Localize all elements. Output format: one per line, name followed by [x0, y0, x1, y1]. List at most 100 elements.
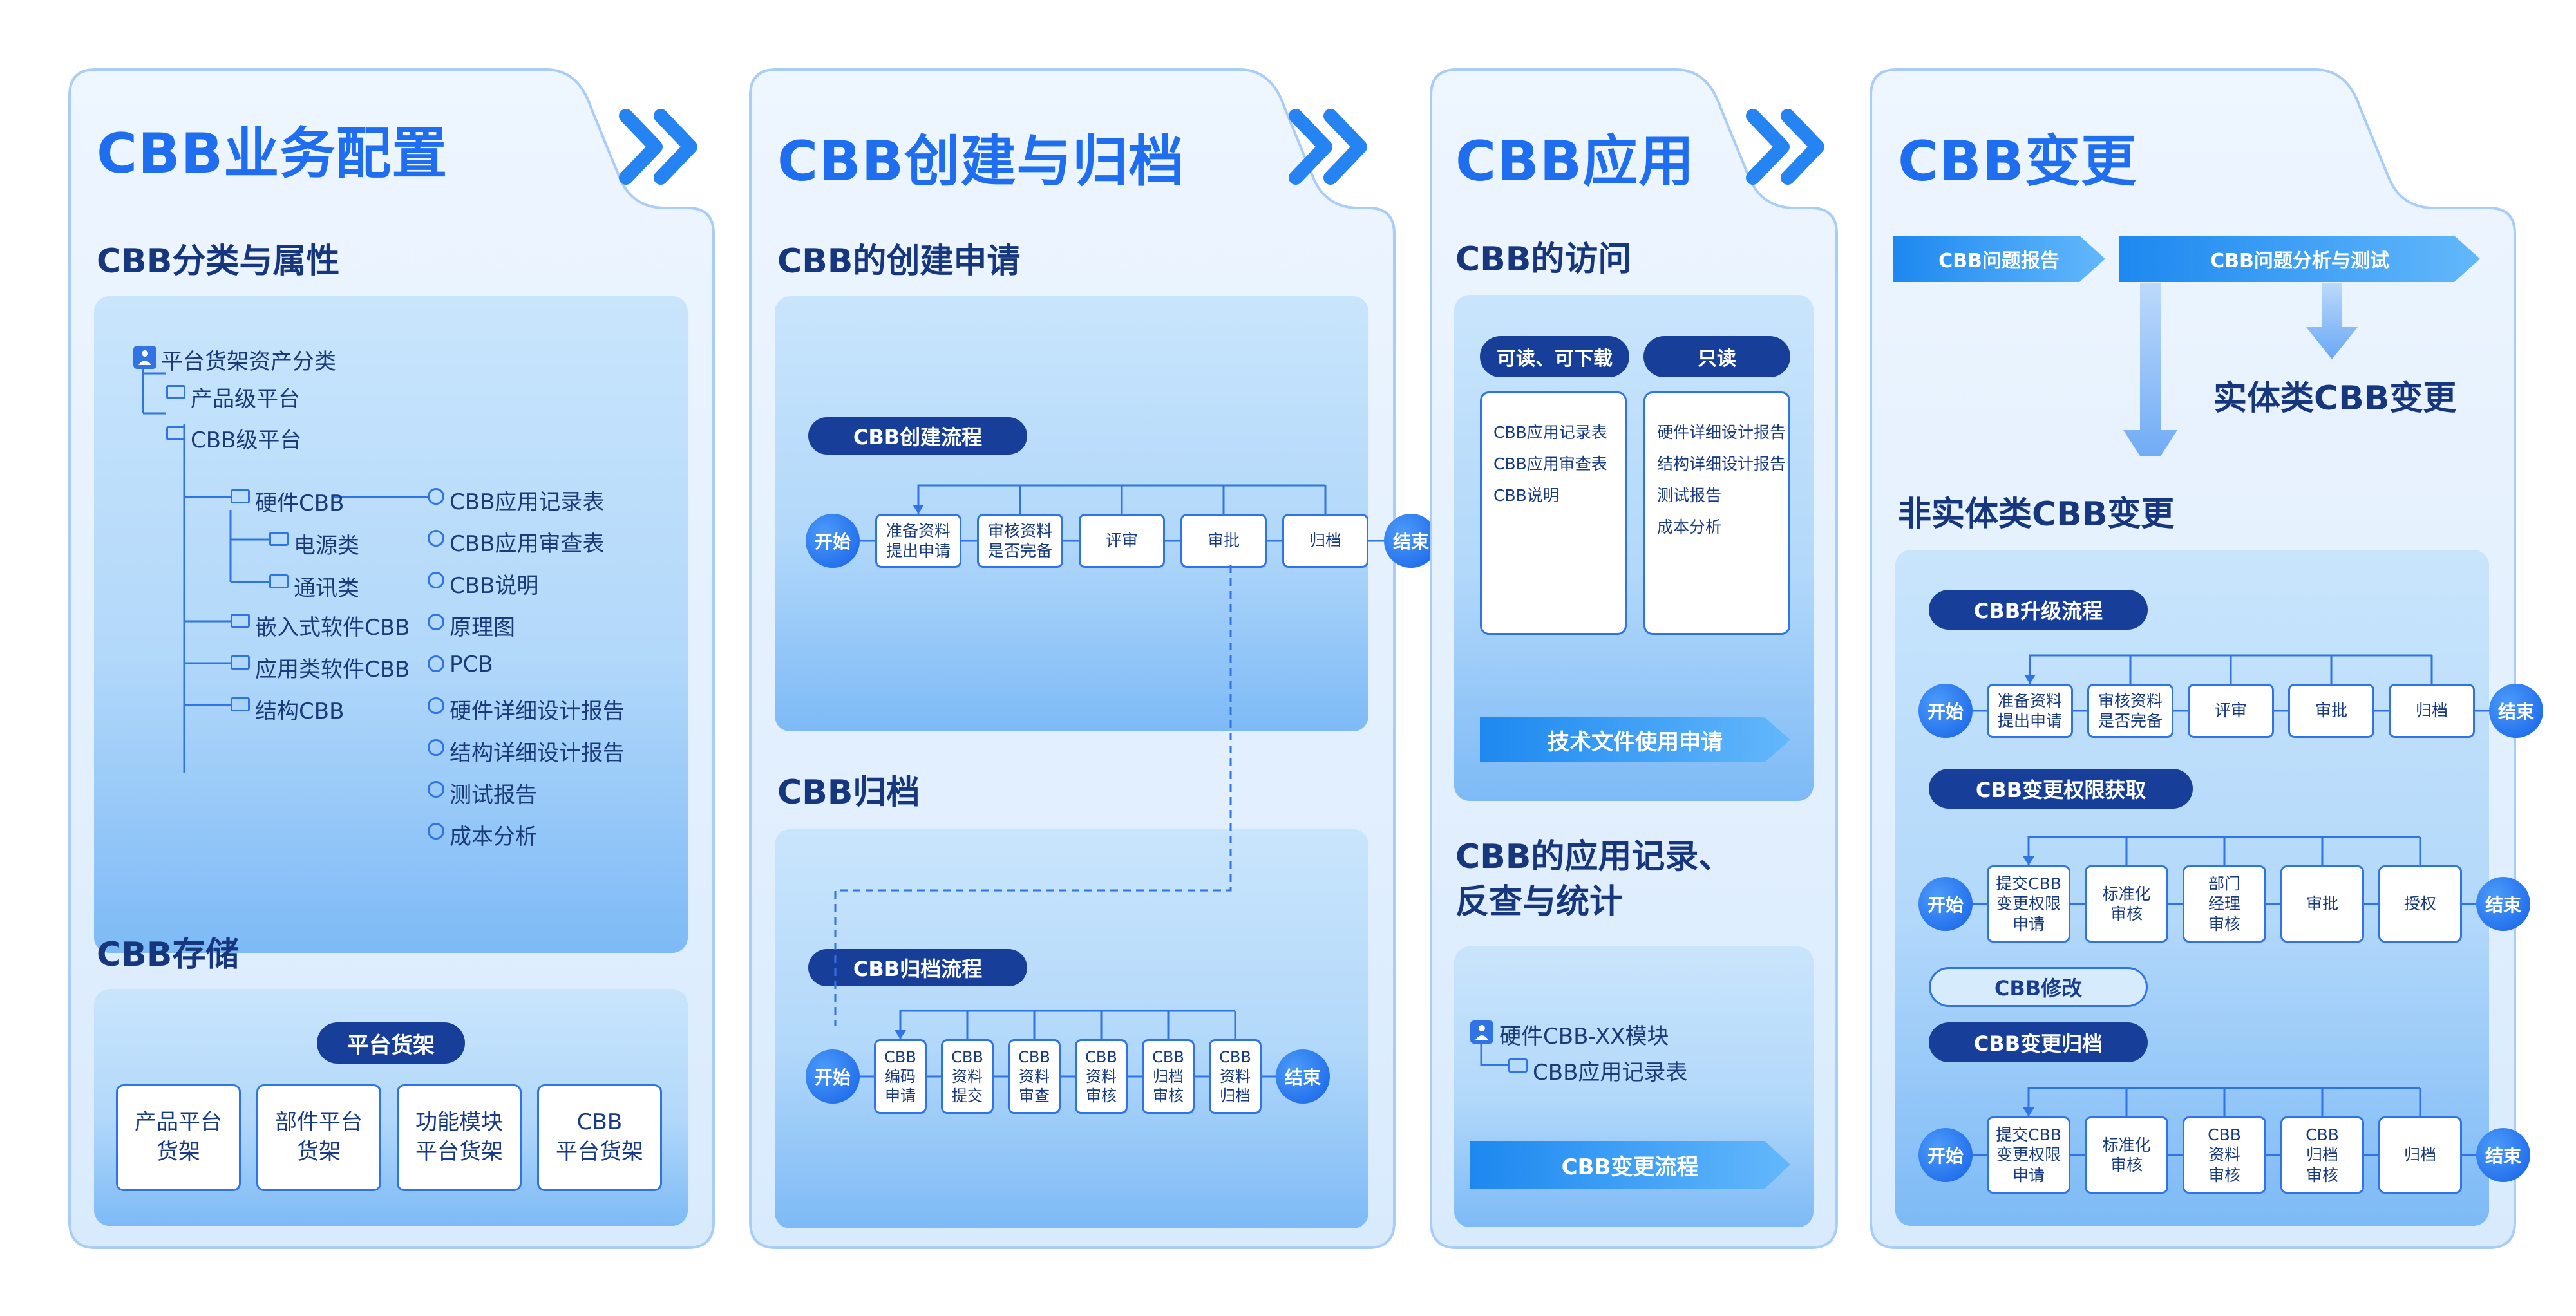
folder-icon — [231, 489, 250, 503]
tree-root-icon — [133, 346, 156, 369]
attribute-bullet-icon — [428, 488, 444, 505]
flow-connectors — [860, 1010, 1276, 1078]
attribute-bullet-icon — [428, 781, 444, 798]
folder-icon — [1508, 1058, 1528, 1073]
flow-step: 归档 — [2378, 1116, 2462, 1194]
list-entry: 结构详细设计报告 — [1657, 455, 1786, 473]
flow-start-node: 开始 — [806, 1049, 860, 1104]
flow-step: CBB 资料 审查 — [1008, 1039, 1061, 1114]
tech-file-request-banner[interactable]: 技术文件使用申请 — [1480, 717, 1790, 762]
flow-step: 审批 — [2288, 684, 2374, 738]
attribute-bullet-icon — [428, 614, 444, 630]
flow-step: 提交CBB 变更权限 申请 — [1987, 1116, 2070, 1194]
flow-step: CBB 资料 审核 — [1075, 1039, 1128, 1114]
section-title-archive: CBB归档 — [777, 773, 920, 812]
dashed-link — [834, 565, 1232, 1026]
flow-step: 评审 — [2188, 684, 2274, 738]
card-cbb-business-config: CBB业务配置 CBB分类与属性 平台货架资产分类 产品级平台 CBB级平台 硬… — [68, 68, 715, 1249]
folder-icon — [269, 574, 289, 588]
section-title-record-2: 反查与统计 — [1455, 883, 1624, 921]
tree-app-software-cbb: 应用类软件CBB — [255, 657, 410, 682]
list-entry: 成本分析 — [1657, 518, 1722, 536]
flow-start-node: 开始 — [1918, 684, 1973, 738]
list-entry: 硬件详细设计报告 — [1657, 423, 1786, 442]
entity-change-label: 实体类CBB变更 — [2213, 379, 2457, 418]
modify-pill[interactable]: CBB修改 — [1929, 967, 2148, 1007]
folder-icon — [269, 532, 289, 546]
pill-read-only: 只读 — [1643, 336, 1790, 377]
flow-step: 归档 — [2389, 684, 2475, 738]
archive-flow-pill: CBB归档流程 — [808, 949, 1027, 986]
folder-icon — [231, 697, 250, 711]
attribute-item: PCB — [450, 652, 493, 677]
record-panel: 硬件CBB-XX模块 CBB应用记录表 CBB变更流程 — [1454, 946, 1814, 1227]
attribute-bullet-icon — [428, 697, 444, 714]
section-title-classification: CBB分类与属性 — [97, 242, 340, 281]
create-flow-pill: CBB创建流程 — [808, 417, 1027, 455]
cbb-change-flow-banner[interactable]: CBB变更流程 — [1470, 1141, 1790, 1189]
folder-icon — [166, 385, 185, 399]
attribute-item: CBB应用记录表 — [450, 489, 605, 515]
readonly-list: 硬件详细设计报告结构详细设计报告测试报告成本分析 — [1643, 391, 1790, 635]
module-icon — [1470, 1020, 1493, 1044]
tree-embedded-cbb: 嵌入式软件CBB — [255, 615, 410, 641]
tree-root-label: 平台货架资产分类 — [161, 349, 336, 375]
flow-step: CBB 编码 申请 — [874, 1039, 927, 1114]
module-child-label: CBB应用记录表 — [1533, 1060, 1688, 1086]
problem-report-banner[interactable]: CBB问题报告 — [1893, 236, 2105, 282]
flow-step: 审批 — [2280, 865, 2364, 943]
shelf-box: 功能模块 平台货架 — [397, 1084, 522, 1191]
card-cbb-change: CBB变更 CBB问题报告 CBB问题分析与测试 实体类CBB变更 非实体类CB… — [1870, 68, 2543, 1249]
flow-step: 审核资料 是否完备 — [2087, 684, 2174, 738]
problem-analysis-banner[interactable]: CBB问题分析与测试 — [2119, 236, 2480, 282]
shelf-box: 产品平台 货架 — [116, 1084, 241, 1191]
flow-step: CBB 资料 审核 — [2183, 1116, 2266, 1194]
list-entry: CBB应用记录表 — [1493, 423, 1607, 442]
flow-connectors — [860, 484, 1384, 542]
card-title: CBB业务配置 — [97, 122, 448, 186]
folder-icon — [166, 426, 185, 440]
card-cbb-create-archive: CBB创建与归档 CBB的创建申请 CBB创建流程 开始准备资料 提出申请审核资… — [749, 68, 1438, 1249]
attribute-bullet-icon — [428, 530, 444, 547]
next-chevron-icon — [619, 109, 697, 185]
classification-panel: 平台货架资产分类 产品级平台 CBB级平台 硬件CBB 电源类 通讯类 嵌入式软… — [94, 296, 688, 953]
flow-step: CBB 资料 归档 — [1209, 1039, 1262, 1114]
tree-connectors — [142, 361, 428, 773]
card-title: CBB应用 — [1455, 129, 1695, 194]
flow-end-node: 结束 — [1384, 514, 1438, 568]
attribute-item: 硬件详细设计报告 — [450, 699, 625, 724]
flow-connectors — [1973, 654, 2489, 712]
flow-step: 审核资料 是否完备 — [977, 514, 1063, 568]
flow-start-node: 开始 — [806, 514, 860, 568]
attribute-item: 结构详细设计报告 — [450, 740, 625, 766]
pill-read-download: 可读、可下载 — [1480, 336, 1629, 377]
flow-start-node: 开始 — [1918, 1128, 1973, 1182]
flow-connectors — [1973, 1087, 2476, 1156]
flow-end-node: 结束 — [1276, 1049, 1330, 1104]
attribute-bullet-icon — [428, 823, 444, 840]
upgrade-flow-pill: CBB升级流程 — [1929, 590, 2148, 630]
change-archive-pill: CBB变更归档 — [1929, 1022, 2148, 1062]
section-title-create: CBB的创建申请 — [777, 242, 1021, 281]
tree-structure-cbb: 结构CBB — [255, 699, 345, 724]
flow-step: 部门 经理 审核 — [2183, 865, 2266, 943]
next-chevron-icon — [1289, 109, 1367, 185]
attribute-item: 测试报告 — [450, 782, 537, 808]
flow-step: 归档 — [1282, 514, 1368, 568]
shelf-box: 部件平台 货架 — [256, 1084, 381, 1191]
flow-step: 提交CBB 变更权限 申请 — [1987, 865, 2070, 943]
section-title-access: CBB的访问 — [1455, 240, 1632, 279]
attribute-bullet-icon — [428, 739, 444, 756]
perm-flow-pill: CBB变更权限获取 — [1929, 769, 2193, 809]
list-entry: CBB说明 — [1493, 486, 1559, 505]
shelf-pill: 平台货架 — [317, 1022, 465, 1064]
flow-step: CBB 归档 审核 — [1142, 1039, 1195, 1114]
module-connector — [1480, 1044, 1508, 1066]
flow-end-node: 结束 — [2489, 684, 2543, 738]
attribute-item: CBB应用审查表 — [450, 531, 605, 557]
flow-step: 准备资料 提出申请 — [875, 514, 961, 568]
